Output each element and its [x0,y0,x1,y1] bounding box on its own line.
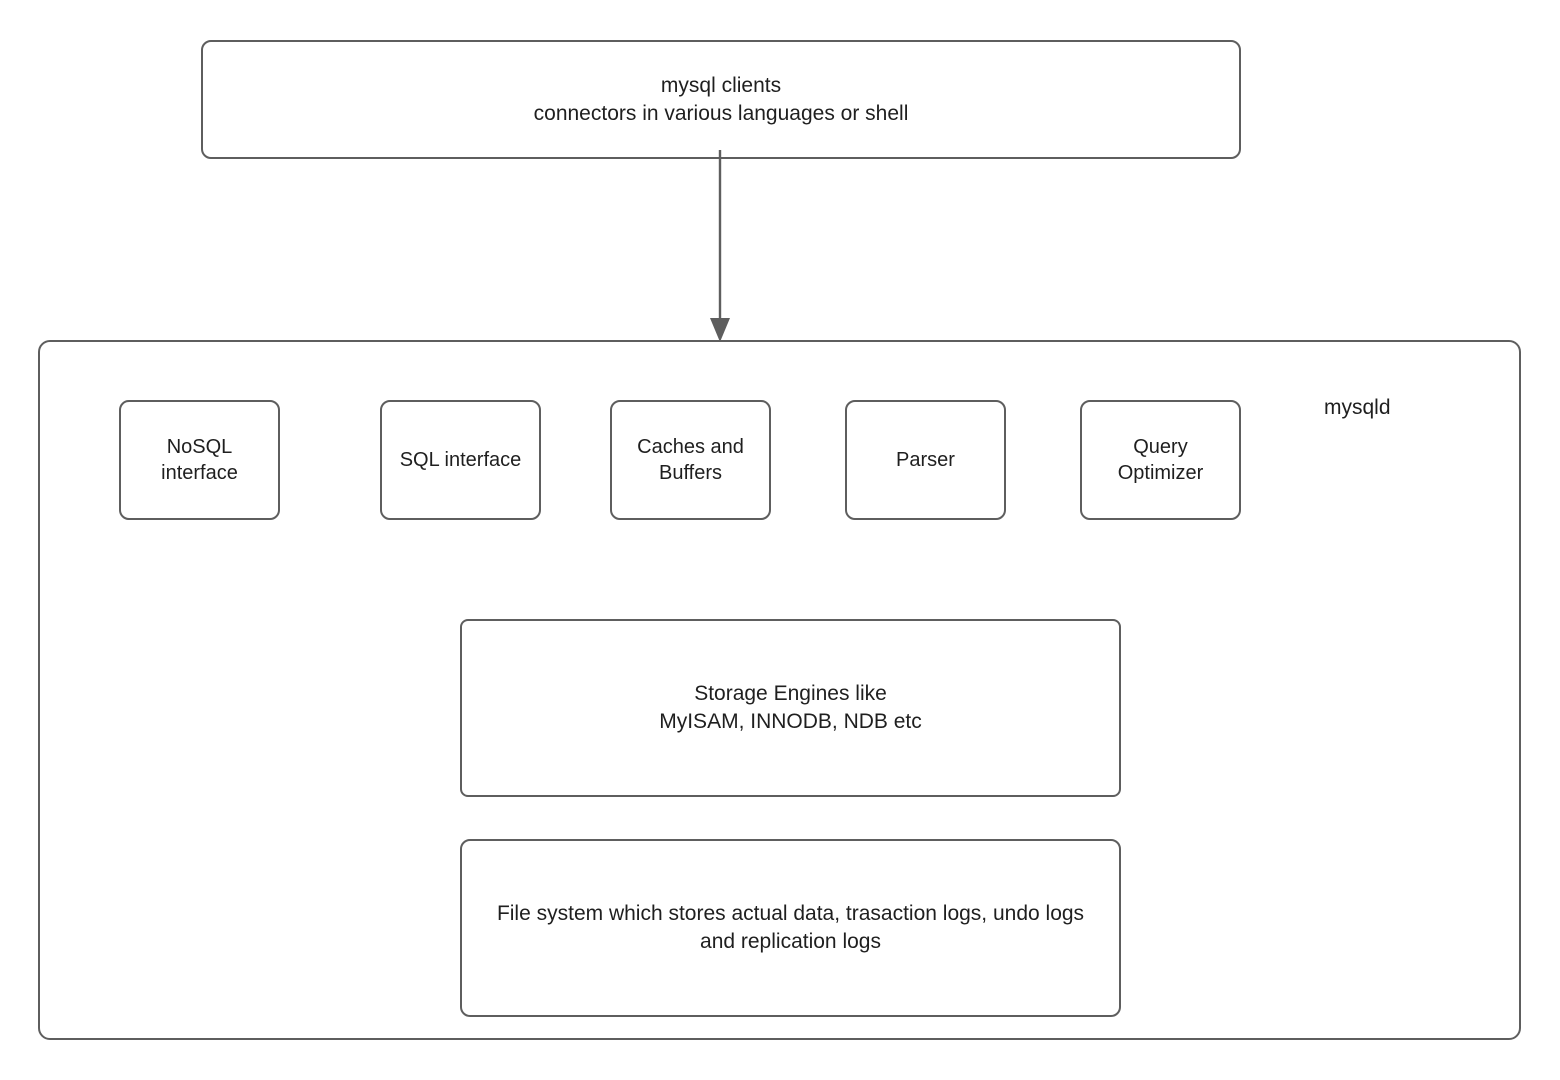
query-optimizer-box[interactable]: Query Optimizer [1080,400,1241,520]
parser-label: Parser [896,448,955,471]
parser-box[interactable]: Parser [845,400,1006,520]
mysql-clients-box[interactable]: mysql clients connectors in various lang… [201,40,1241,159]
query-optimizer-label: Query Optimizer [1117,435,1204,484]
caches-and-buffers-label: Caches and Buffers [637,435,744,484]
caches-and-buffers-box[interactable]: Caches and Buffers [610,400,771,520]
nosql-interface-box[interactable]: NoSQL interface [119,400,280,520]
mysql-clients-label: mysql clients connectors in various lang… [533,73,909,125]
nosql-interface-label: NoSQL interface [161,435,238,484]
arrow-head [710,318,730,342]
file-system-box[interactable]: File system which stores actual data, tr… [460,839,1121,1017]
sql-interface-box[interactable]: SQL interface [380,400,541,520]
storage-engines-box[interactable]: Storage Engines like MyISAM, INNODB, NDB… [460,619,1121,797]
clients-to-mysqld-arrow [710,150,730,342]
storage-engines-label: Storage Engines like MyISAM, INNODB, NDB… [659,682,922,733]
file-system-label: File system which stores actual data, tr… [496,902,1085,953]
mysqld-title-label: mysqld [1324,396,1391,419]
sql-interface-label: SQL interface [399,448,522,471]
